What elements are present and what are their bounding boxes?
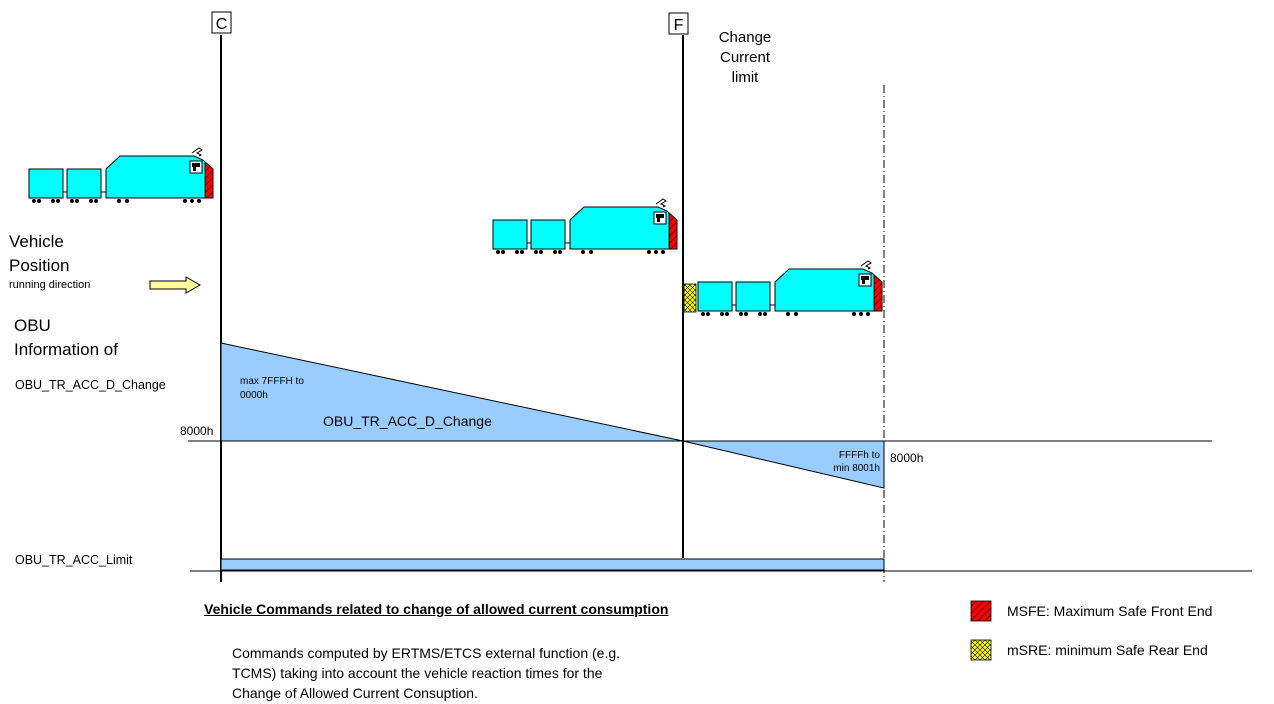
marker-c-box [211, 11, 232, 34]
msfe-legend-label: MSFE: Maximum Safe Front End [1007, 603, 1213, 619]
obu-label: OBU [14, 316, 51, 335]
ffff-range-label-line1: FFFFh to [839, 450, 881, 461]
marker-f-label: F [674, 17, 684, 34]
acc-limit-bar [220, 558, 885, 571]
value-8000h-left: 8000h [180, 424, 213, 438]
acc-limit-label: OBU_TR_ACC_Limit [15, 553, 133, 567]
change-label-line3: limit [732, 69, 759, 86]
change-label-line2: Current [720, 49, 771, 66]
paragraph-line-1: Commands computed by ERTMS/ETCS external… [232, 645, 621, 661]
paragraph-line-3: Change of Allowed Current Consuption. [232, 685, 478, 701]
max-range-label-line2: 0000h [240, 390, 268, 401]
information-of-label: Information of [14, 340, 118, 359]
vehicle-label: Vehicle [9, 232, 64, 251]
position-label: Position [9, 256, 69, 275]
paragraph-line-2: TCMS) taking into account the vehicle re… [232, 665, 603, 681]
running-direction-label: running direction [9, 279, 90, 291]
marker-c-label: C [216, 16, 228, 33]
acc-d-change-label: OBU_TR_ACC_D_Change [15, 378, 166, 392]
change-label-line1: Change [719, 29, 772, 46]
value-8000h-right: 8000h [890, 451, 923, 465]
msre-legend-swatch [970, 639, 992, 661]
running-direction-arrow [149, 276, 202, 294]
commands-paragraph: Commands computed by ERTMS/ETCS external… [232, 643, 620, 703]
train-3 [683, 261, 882, 316]
ffff-range-label-line2: min 8001h [833, 463, 880, 474]
train-2 [493, 199, 677, 254]
msre-marker [683, 283, 697, 313]
max-range-label-line1: max 7FFFH to [240, 376, 304, 387]
msre-legend-label: mSRE: minimum Safe Rear End [1007, 642, 1208, 658]
commands-heading: Vehicle Commands related to change of al… [204, 601, 669, 617]
region-label: OBU_TR_ACC_D_Change [323, 413, 492, 429]
msfe-legend-swatch [970, 600, 992, 622]
marker-f-box [668, 12, 689, 35]
train-1 [29, 148, 213, 203]
